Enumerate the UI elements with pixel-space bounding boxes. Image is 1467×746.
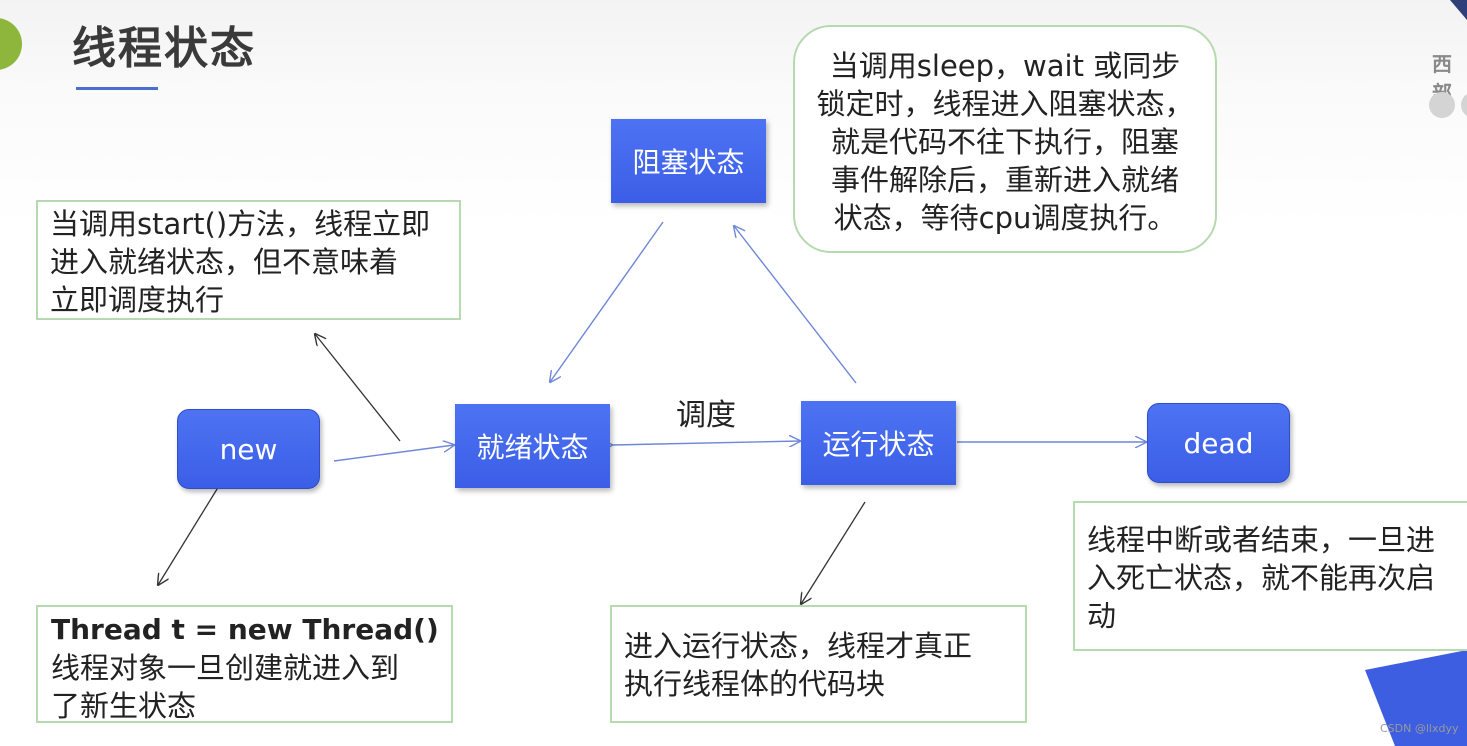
arrow-new-to-ready [333,445,454,462]
arrow-blocked-to-ready [550,221,664,382]
state-new: new [177,409,320,489]
state-running: 运行状态 [801,401,956,485]
edge-label-schedule: 调度 [676,398,736,433]
state-dead-label: dead [1183,426,1254,460]
note-start-line: 当调用start()方法，线程立即 [50,207,431,241]
pointer-to-running-note [801,501,866,604]
pointer-to-new-note [158,480,223,585]
note-running-line: 执行线程体的代码块 [624,667,886,701]
state-new-label: new [219,432,278,466]
note-dead-line: 线程中断或者结束，一旦进 [1087,523,1436,557]
note-blocked-line: 锁定时，线程进入阻塞状态， [816,87,1194,121]
state-ready: 就绪状态 [455,404,610,488]
note-dead-line: 入死亡状态，就不能再次启 [1087,561,1436,595]
page-title: 线程状态 [72,23,256,74]
note-running: 进入运行状态，线程才真正 执行线程体的代码块 [610,605,1027,723]
state-running-label: 运行状态 [822,428,935,461]
state-ready-label: 就绪状态 [476,431,589,464]
note-blocked-line: 就是代码不往下执行，阻塞 [830,125,1179,159]
arrow-running-to-blocked [734,226,857,384]
side-circle [1429,92,1455,118]
note-start: 当调用start()方法，线程立即 进入就绪状态，但不意味着 立即调度执行 [36,200,461,320]
state-blocked: 阻塞状态 [611,119,766,203]
watermark: CSDN @llxdyy [1380,722,1459,735]
note-running-line: 进入运行状态，线程才真正 [624,629,973,663]
title-underline [76,87,158,90]
state-dead: dead [1147,403,1290,483]
note-new-thread-code: Thread t = new Thread() [51,613,439,646]
note-blocked: 当调用sleep，wait 或同步 锁定时，线程进入阻塞状态， 就是代码不往下执… [793,25,1217,253]
note-new-thread: Thread t = new Thread() 线程对象一旦创建就进入到 了新生… [36,605,453,723]
note-dead: 线程中断或者结束，一旦进 入死亡状态，就不能再次启 动 [1073,501,1467,651]
pointer-to-start-note [315,334,401,442]
note-blocked-line: 当调用sleep，wait 或同步 [829,49,1181,83]
note-new-thread-line: 线程对象一旦创建就进入到 [51,651,400,685]
decorative-dot [0,18,22,70]
note-start-line: 进入就绪状态，但不意味着 [50,245,399,279]
note-blocked-line: 事件解除后，重新进入就绪 [830,163,1179,197]
note-blocked-line: 状态，等待cpu调度执行。 [833,201,1177,235]
arrow-ready-running [612,441,800,445]
note-new-thread-line: 了新生状态 [51,689,197,723]
note-start-line: 立即调度执行 [50,283,225,317]
note-dead-line: 动 [1087,599,1117,633]
state-blocked-label: 阻塞状态 [632,146,745,179]
side-circle [1461,92,1467,118]
